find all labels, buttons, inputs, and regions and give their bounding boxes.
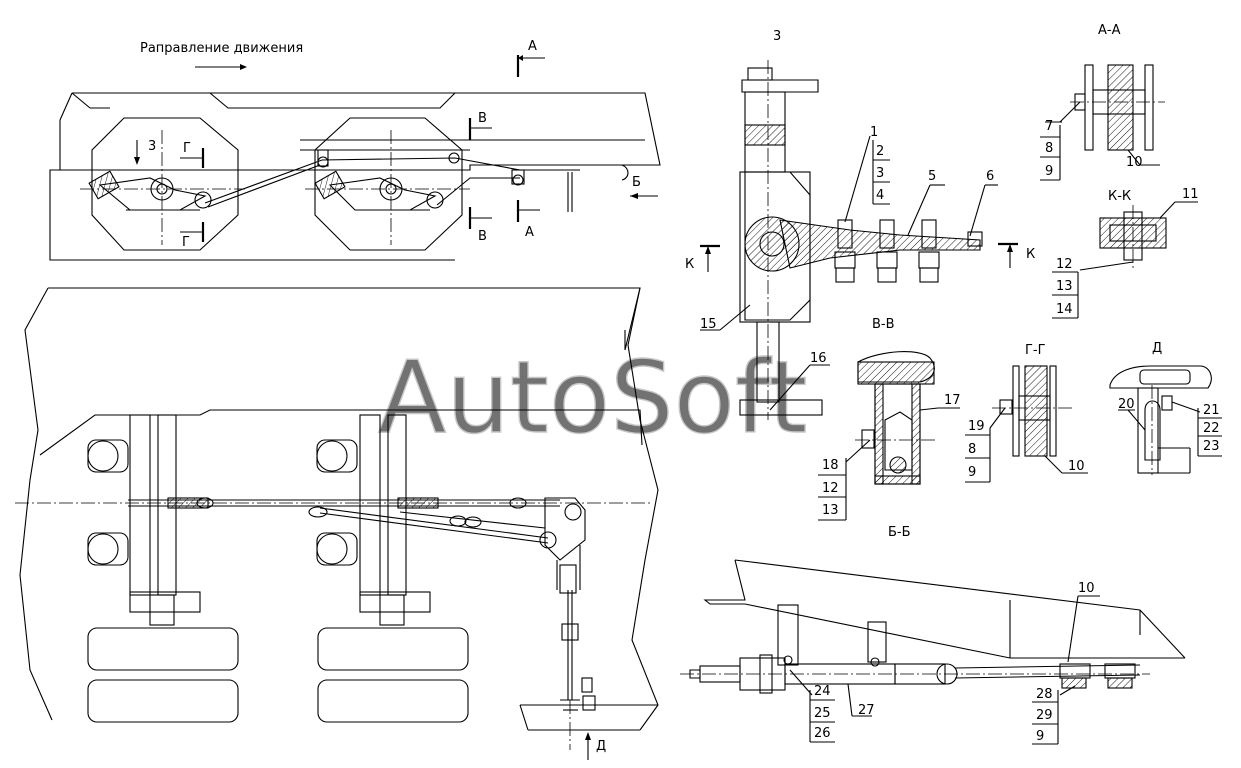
section-mark-a-top: A bbox=[516, 39, 545, 77]
callout-number-12: 12 bbox=[1056, 257, 1073, 272]
callout-number-25: 25 bbox=[814, 706, 831, 721]
section-mark-g-bottom: Г bbox=[180, 222, 205, 250]
section-mark-letter: В bbox=[478, 111, 487, 126]
callout-number-1: 1 bbox=[870, 125, 878, 140]
callout-number-24: 24 bbox=[814, 684, 831, 699]
callout-16: 16 bbox=[769, 351, 830, 411]
section-mark-letter: Д bbox=[596, 739, 606, 754]
callout-number-22: 22 bbox=[1203, 421, 1220, 436]
section-mark-letter: В bbox=[478, 229, 487, 244]
section-mark-letter: К bbox=[685, 257, 694, 272]
section-mark-letter: К bbox=[1026, 247, 1035, 262]
view-3-title: 3 bbox=[773, 29, 781, 44]
section-g-g-title: Г-Г bbox=[1025, 343, 1046, 358]
section-mark-k-right: К bbox=[998, 242, 1035, 268]
callout-number-12: 12 bbox=[822, 481, 839, 496]
callout-number-20: 20 bbox=[1118, 397, 1135, 412]
callout-number-6: 6 bbox=[986, 169, 994, 184]
callout-number-14: 14 bbox=[1056, 302, 1073, 317]
section-mark-g-top: Г bbox=[180, 141, 205, 168]
callout-number-16: 16 bbox=[810, 351, 827, 366]
callout-number-23: 23 bbox=[1203, 439, 1220, 454]
section-mark-letter: A bbox=[528, 39, 537, 54]
section-a-a: А-А 7 8 9 10 bbox=[1040, 23, 1165, 181]
section-b-b-title: Б-Б bbox=[888, 525, 911, 540]
view-d: Д 20 21 22 23 bbox=[1109, 341, 1222, 475]
callout-number-5: 5 bbox=[928, 169, 936, 184]
callout-number-10: 10 bbox=[1068, 459, 1085, 474]
section-a-a-title: А-А bbox=[1098, 23, 1121, 38]
section-v-v: В-В 17 18 12 13 bbox=[818, 317, 961, 521]
section-mark-k-left: К bbox=[685, 244, 720, 272]
direction-arrow bbox=[195, 64, 247, 70]
section-b-b: Б-Б 10 24 25 26 bbox=[680, 525, 1186, 745]
callout-number-10: 10 bbox=[1078, 581, 1095, 596]
section-k-k: К-К 11 12 13 14 bbox=[1052, 187, 1199, 319]
callout-number-13: 13 bbox=[1056, 279, 1073, 294]
callout-number-13: 13 bbox=[822, 503, 839, 518]
callout-number-9: 9 bbox=[1036, 729, 1044, 744]
callout-number-9: 9 bbox=[968, 465, 976, 480]
callout-number-10: 10 bbox=[1126, 155, 1143, 170]
section-v-v-title: В-В bbox=[872, 317, 895, 332]
callout-6: 6 bbox=[969, 169, 998, 237]
callout-number-8: 8 bbox=[968, 442, 976, 457]
callout-1-4: 1 2 3 4 bbox=[844, 125, 890, 223]
callout-number-27: 27 bbox=[858, 703, 875, 718]
section-mark-v-top: В bbox=[468, 111, 492, 140]
section-k-k-title: К-К bbox=[1108, 189, 1131, 204]
view-mark-b: Б bbox=[630, 175, 658, 199]
callout-5: 5 bbox=[907, 169, 945, 236]
section-mark-a-bottom: A bbox=[516, 200, 540, 240]
section-g-g: Г-Г 19 8 9 10 bbox=[965, 343, 1088, 483]
callout-number-3: 3 bbox=[876, 166, 884, 181]
callout-number-7: 7 bbox=[1045, 119, 1053, 134]
direction-label: Рaправление движения bbox=[140, 41, 303, 56]
plan-view: Д bbox=[15, 287, 659, 760]
section-mark-letter: Г bbox=[182, 235, 190, 250]
callout-number-18: 18 bbox=[822, 458, 839, 473]
callout-number-9: 9 bbox=[1045, 164, 1053, 179]
section-mark-letter: A bbox=[525, 225, 534, 240]
callout-number-21: 21 bbox=[1203, 403, 1220, 418]
callout-number-26: 26 bbox=[814, 726, 831, 741]
callout-number-15: 15 bbox=[700, 317, 717, 332]
section-mark-letter: Г bbox=[183, 141, 191, 156]
callout-number-8: 8 bbox=[1045, 141, 1053, 156]
view-d-title: Д bbox=[1152, 341, 1162, 356]
callout-number-2: 2 bbox=[876, 144, 884, 159]
callout-number-11: 11 bbox=[1182, 187, 1199, 202]
callout-number-17: 17 bbox=[944, 393, 961, 408]
side-view: Рaправление движения bbox=[49, 39, 661, 261]
view-3: 3 К К bbox=[685, 29, 1035, 420]
view-mark-3: 3 bbox=[134, 139, 156, 165]
callout-number-29: 29 bbox=[1036, 708, 1053, 723]
section-mark-letter: 3 bbox=[148, 139, 156, 154]
callout-number-4: 4 bbox=[876, 188, 884, 203]
callout-number-28: 28 bbox=[1036, 687, 1053, 702]
watermark: AutoSoft bbox=[378, 339, 808, 456]
callout-number-19: 19 bbox=[968, 419, 985, 434]
callout-15: 15 bbox=[700, 304, 751, 332]
section-mark-v-bottom: В bbox=[468, 207, 492, 244]
section-mark-letter: Б bbox=[632, 175, 641, 190]
view-mark-d: Д bbox=[585, 732, 606, 760]
